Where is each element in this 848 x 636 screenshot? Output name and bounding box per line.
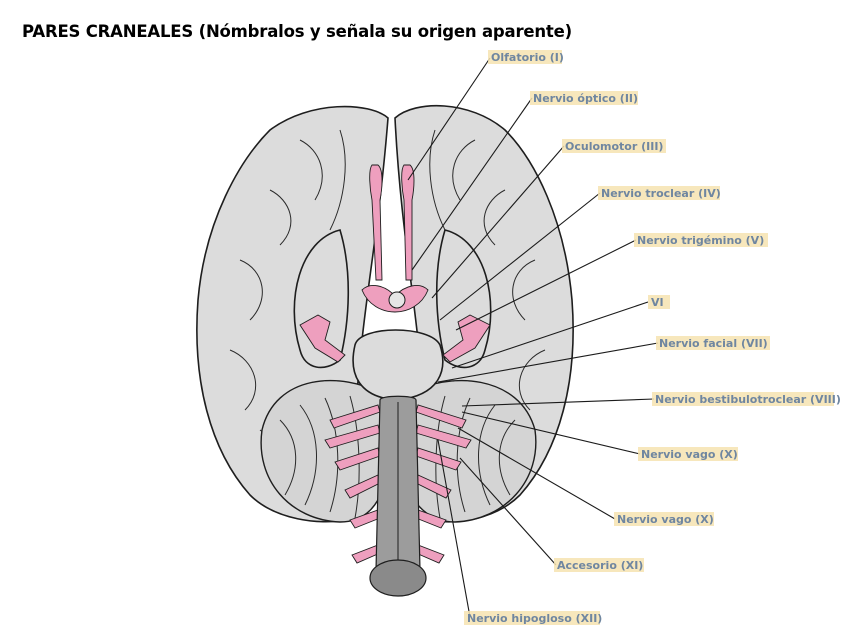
label-nervio-bestibulotroclear: Nervio bestibulotroclear (VIII) xyxy=(655,393,841,406)
label-nervio-trigemino: Nervio trigémino (V) xyxy=(637,234,764,247)
olfactory-tract-right xyxy=(401,164,415,281)
label-accesorio: Accesorio (XI) xyxy=(557,559,643,572)
label-oculomotor: Oculomotor (III) xyxy=(565,140,663,153)
label-nervio-optico: Nervio óptico (II) xyxy=(533,92,638,105)
lower-nerve-roots xyxy=(324,404,472,564)
label-olfatorio: Olfatorio (I) xyxy=(491,51,564,64)
trigeminal-right xyxy=(442,314,491,363)
label-nervio-vago-1: Nervio vago (X) xyxy=(641,448,738,461)
trigeminal-left xyxy=(299,314,346,363)
diagram-title: PARES CRANEALES (Nómbralos y señala su o… xyxy=(22,22,572,41)
label-nervio-troclear: Nervio troclear (IV) xyxy=(601,187,721,200)
label-nervio-vago-2: Nervio vago (X) xyxy=(617,513,714,526)
label-nervio-hipogloso: Nervio hipogloso (XII) xyxy=(467,612,602,625)
spinal-cord-section xyxy=(369,559,427,597)
olfactory-tract-left xyxy=(369,164,383,281)
label-vi: VI xyxy=(651,296,664,309)
label-nervio-facial: Nervio facial (VII) xyxy=(659,337,768,350)
pons xyxy=(352,329,444,401)
